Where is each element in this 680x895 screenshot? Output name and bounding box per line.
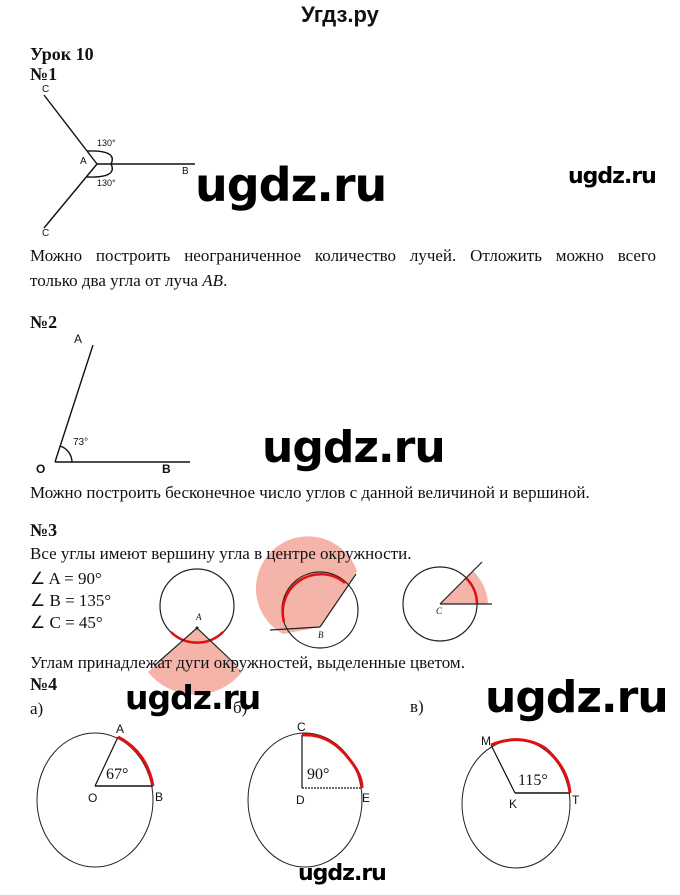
watermark: ugdz.ru <box>485 672 669 723</box>
point-label: C <box>42 84 50 95</box>
point-label: A <box>116 722 125 736</box>
task-3-number: №3 <box>30 520 58 540</box>
angle-label: 67° <box>106 766 129 783</box>
point-label: O <box>36 462 46 476</box>
point-label: A <box>74 332 83 346</box>
text: только два угла от луча <box>30 271 203 290</box>
point-label: A <box>196 612 202 622</box>
point-label: B <box>162 462 171 476</box>
watermark: ugdz.ru <box>298 861 387 886</box>
angle-c: ∠ C = 45° <box>30 613 103 632</box>
angle-label: 90° <box>307 766 330 783</box>
task-1-text-line1: Можно построить неограниченное количеств… <box>30 246 656 265</box>
part-a-letter: а) <box>30 699 44 718</box>
point-label: B <box>155 790 164 804</box>
angle-list: ∠ A = 90° ∠ B = 135° ∠ C = 45° <box>30 568 111 634</box>
angle-label: 115° <box>518 772 548 789</box>
point-label: B <box>182 166 189 177</box>
task-2-text: Можно построить бесконечное число углов … <box>30 483 590 502</box>
watermark: ugdz.ru <box>195 158 387 212</box>
point-label: K <box>509 797 518 811</box>
point-label: M <box>481 734 491 748</box>
task-1-text-line2: только два угла от луча AB. <box>30 268 227 293</box>
point-label: A <box>80 156 87 167</box>
part-b-letter: б) <box>233 698 248 717</box>
angle-label: 73° <box>73 437 89 448</box>
point-label: T <box>572 793 580 807</box>
point-label: E <box>362 791 371 805</box>
task-2-number: №2 <box>30 312 58 332</box>
text: . <box>223 271 228 290</box>
ray-name: AB <box>202 271 224 290</box>
point-label: D <box>296 793 305 807</box>
angle-b: ∠ B = 135° <box>30 591 112 610</box>
point-label: C <box>436 606 443 616</box>
task-1-number: №1 <box>30 64 58 84</box>
lesson-title: Урок 10 <box>30 44 94 64</box>
site-title: Угдз.ру <box>301 2 379 27</box>
watermark: ugdz.ru <box>568 164 657 189</box>
watermark: ugdz.ru <box>125 678 261 717</box>
angle-a: ∠ A = 90° <box>30 569 102 588</box>
point-label: C <box>297 720 306 734</box>
part-c-letter: в) <box>410 697 424 716</box>
point-label: B <box>318 630 324 640</box>
task-3-intro: Все углы имеют вершину угла в центре окр… <box>30 544 412 563</box>
task-4-number: №4 <box>30 674 58 694</box>
watermark: ugdz.ru <box>262 422 446 473</box>
point-label: C <box>42 228 50 239</box>
task-3-conclusion: Углам принадлежат дуги окружностей, выде… <box>30 653 465 672</box>
angle-label: 130° <box>97 178 116 188</box>
angle-label: 130° <box>97 138 116 148</box>
point-label: O <box>88 791 98 805</box>
